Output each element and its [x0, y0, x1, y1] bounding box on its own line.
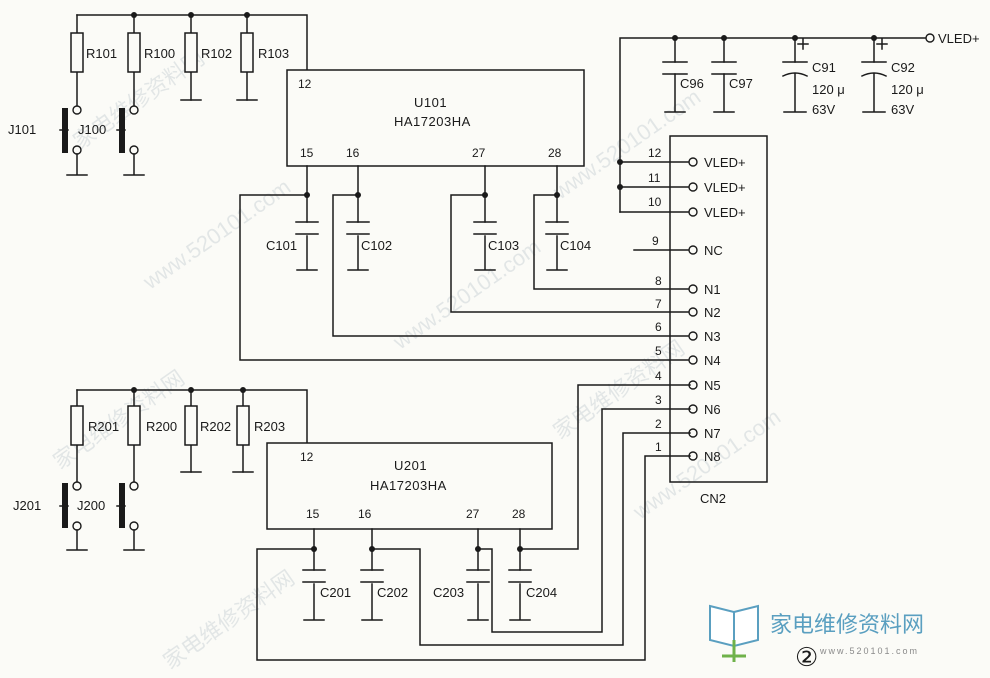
- label-c204: C204: [526, 585, 557, 600]
- watermark-text: www.520101.com: [628, 404, 785, 525]
- label-r100: R100: [144, 46, 175, 61]
- cn2-body: [669, 135, 768, 483]
- resistor-r101: [70, 32, 84, 73]
- cn2-pin-num: 3: [655, 393, 662, 407]
- label-r101: R101: [86, 46, 117, 61]
- figure-number: ②: [795, 642, 818, 672]
- u101-pin-15: 15: [300, 146, 314, 160]
- cn2-pin-label: N5: [704, 378, 721, 393]
- cn2-pin-num: 11: [648, 171, 661, 185]
- u201-pin-12: 12: [300, 450, 314, 464]
- cn2-pin-label: VLED+: [704, 155, 746, 170]
- u201-model: HA17203HA: [370, 478, 447, 493]
- label-vled: VLED+: [938, 31, 980, 46]
- u201-pin-16: 16: [358, 507, 372, 521]
- label-c91-voltage: 63V: [812, 102, 835, 117]
- u101-pin-27: 27: [472, 146, 486, 160]
- label-c202: C202: [377, 585, 408, 600]
- resistor-r202: [184, 405, 198, 446]
- cn2-pin-num: 9: [652, 234, 659, 248]
- label-c92-value: 120 μ: [891, 82, 924, 97]
- cn2-pin-num: 5: [655, 344, 662, 358]
- watermark-text: www.520101.com: [138, 174, 295, 295]
- u101-name: U101: [414, 95, 447, 110]
- cn2-pin-num: 10: [648, 195, 662, 209]
- label-c91-value: 120 μ: [812, 82, 845, 97]
- logo-text: 家电维修资料网: [770, 613, 924, 638]
- label-c92: C92: [891, 60, 915, 75]
- cn2-pin-num: 7: [655, 297, 662, 311]
- cn2-pin-label: VLED+: [704, 180, 746, 195]
- label-c91: C91: [812, 60, 836, 75]
- u101-pin-16: 16: [346, 146, 360, 160]
- label-r103: R103: [258, 46, 289, 61]
- label-j200: J200: [77, 498, 105, 513]
- cn2-pin-label: VLED+: [704, 205, 746, 220]
- cn2-pin-label: N3: [704, 329, 721, 344]
- resistor-r102: [184, 32, 198, 73]
- label-c97: C97: [729, 76, 753, 91]
- power-section: VLED+ C96 C97 C91 120 μ 63V C92 120 μ 63…: [617, 31, 980, 251]
- label-c104: C104: [560, 238, 591, 253]
- ic-u101: [286, 69, 585, 167]
- u101-model: HA17203HA: [394, 114, 471, 129]
- label-r102: R102: [201, 46, 232, 61]
- connector-cn2: CN2 12 VLED+ 11 VLED+ 10 VLED+ 9 NC 8 N1…: [648, 135, 768, 506]
- label-r201: R201: [88, 419, 119, 434]
- bottom-circuit: R201 R200 R202 R203 J201 J200 12 U201 HA…: [13, 384, 691, 661]
- cn2-pin-num: 4: [655, 369, 662, 383]
- cn2-pin-label: N4: [704, 353, 721, 368]
- resistor-r203: [236, 405, 250, 446]
- label-c102: C102: [361, 238, 392, 253]
- logo-url: www.520101.com: [819, 646, 919, 656]
- cn2-pin-num: 12: [648, 146, 662, 160]
- cn2-pin-num: 2: [655, 417, 662, 431]
- label-r200: R200: [146, 419, 177, 434]
- cn2-pin-num: 1: [655, 440, 662, 454]
- resistor-r200: [127, 405, 141, 446]
- cn2-pin-label: N8: [704, 449, 721, 464]
- resistor-r201: [70, 405, 84, 446]
- label-c96: C96: [680, 76, 704, 91]
- label-j101: J101: [8, 122, 36, 137]
- label-cn2: CN2: [700, 491, 726, 506]
- u101-pin-12: 12: [298, 77, 312, 91]
- top-circuit: R101 R100 R102 R103 J101 J100 12 U101 HA…: [8, 12, 691, 361]
- u201-pin-27: 27: [466, 507, 480, 521]
- brand-logo: 家电维修资料网 www.520101.com: [709, 604, 924, 662]
- label-c92-voltage: 63V: [891, 102, 914, 117]
- u201-pin-15: 15: [306, 507, 320, 521]
- resistor-r103: [240, 32, 254, 73]
- u201-pin-28: 28: [512, 507, 526, 521]
- figure-number-text: ②: [795, 642, 818, 672]
- label-j201: J201: [13, 498, 41, 513]
- ic-u201: [266, 442, 553, 530]
- label-r202: R202: [200, 419, 231, 434]
- label-c201: C201: [320, 585, 351, 600]
- u201-name: U201: [394, 458, 427, 473]
- label-c103: C103: [488, 238, 519, 253]
- book-icon: [709, 604, 759, 662]
- cn2-pin-label: N2: [704, 305, 721, 320]
- label-c203: C203: [433, 585, 464, 600]
- cn2-pin-label: N6: [704, 402, 721, 417]
- cn2-pin-num: 6: [655, 320, 662, 334]
- cn2-pin-label: NC: [704, 243, 723, 258]
- label-r203: R203: [254, 419, 285, 434]
- label-j100: J100: [78, 122, 106, 137]
- label-c101: C101: [266, 238, 297, 253]
- watermark-text: 家电维修资料网: [159, 565, 300, 674]
- resistor-r100: [127, 32, 141, 73]
- cn2-pin-num: 8: [655, 274, 662, 288]
- u101-pin-28: 28: [548, 146, 562, 160]
- watermark-text: 家电维修资料网: [549, 335, 690, 444]
- cn2-pin-label: N7: [704, 426, 721, 441]
- cn2-pin-label: N1: [704, 282, 721, 297]
